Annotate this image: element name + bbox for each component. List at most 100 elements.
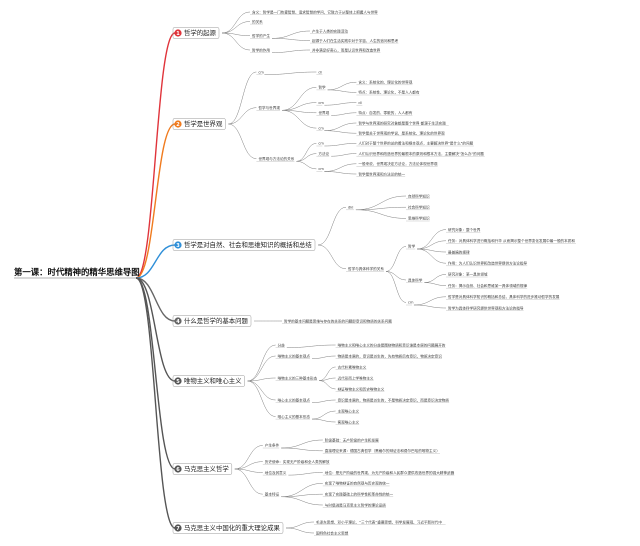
connector-31 xyxy=(135,244,176,279)
connector-44 xyxy=(424,282,447,286)
node-label-66: 实现了唯物辩证的自然观与历史观的统一 xyxy=(325,481,390,486)
node-label-64: 地位：是无产阶级的世界观，为无产阶级和人民群众提供改造世界的强大精神武器 xyxy=(325,470,455,475)
branch-label-6: 马克思主义哲学 xyxy=(184,464,229,473)
connector-60 xyxy=(311,399,336,403)
node-label-17: 特点：自发的、零散的，人人都有 xyxy=(358,110,412,115)
connector-47 xyxy=(413,304,447,309)
branch-number: 2 xyxy=(176,122,180,128)
connector-21 xyxy=(324,122,357,131)
connector-36 xyxy=(317,244,347,270)
node-label-5: 起源于人们在生活实践中对于宇宙、人生的追问和思考 xyxy=(312,38,399,43)
branch-frame xyxy=(172,118,226,130)
node-label-47: 唯物主义和唯心主义的分歧是围绕物质和意识谁是本原的问题展开的 xyxy=(338,342,446,347)
connector-41 xyxy=(417,248,447,264)
node-label-20: 哲学是关于世界观的学说，是系统化、理论化的世界观 xyxy=(358,131,445,136)
connector-3 xyxy=(221,21,251,34)
connector-8 xyxy=(271,49,311,53)
connector-43 xyxy=(424,274,447,283)
node-label-21: 世界观与方法论的关系 xyxy=(258,156,294,161)
node-label-45: 哲学的基本问题是思维与存在的关系的问题即意识和物质的关系问题 xyxy=(284,318,392,323)
node-label-67: 实现了实践基础上的科学性和革命性的统一 xyxy=(325,491,394,496)
node-label-58: 客观唯心主义 xyxy=(338,419,360,424)
node-label-1: 含义：哲学是一门热爱智慧、追求智慧的学问，它致力于从整体上把握人与世界 xyxy=(252,9,378,14)
branch-number: 5 xyxy=(176,379,180,385)
connector-46 xyxy=(413,296,447,306)
node-label-49: 物质是本原的，意识是派生的，先有物质后有意识，物质决定意识 xyxy=(338,353,443,358)
connector-lines xyxy=(14,11,576,536)
branch-number-badge xyxy=(174,377,182,385)
node-label-55: 意识是本原的，物质是派生的，不是物质决定意识，而是意识决定物质 xyxy=(338,397,450,402)
connector-11 xyxy=(264,71,317,75)
node-label-33: 哲学与具体科学的关系 xyxy=(348,266,384,271)
connector-64 xyxy=(135,277,176,470)
connector-38 xyxy=(417,229,447,250)
connector-19 xyxy=(331,112,357,116)
connector-18 xyxy=(281,110,317,114)
node-label-9: dl xyxy=(318,70,321,74)
connector-57 xyxy=(319,377,336,381)
branch-number: 3 xyxy=(176,243,180,249)
branch-number-badge xyxy=(174,465,182,473)
node-label-29: dkl xyxy=(348,206,353,210)
connector-53 xyxy=(247,355,276,382)
node-label-25: 人们认识世界和改造世界的最根本的原则和根本方法，主要解决"怎么办"的问题 xyxy=(358,151,484,156)
node-label-15: dl xyxy=(358,101,361,105)
connector-39 xyxy=(417,240,447,250)
node-label-68: 与时俱进是马克思主义哲学的理论品质 xyxy=(325,502,386,507)
node-label-65: 基本特征 xyxy=(265,491,280,496)
node-label-50: 唯物主义的三种基本形态 xyxy=(278,375,318,380)
node-label-59: 产生条件 xyxy=(265,443,280,448)
connector-58 xyxy=(319,380,336,390)
node-label-62: 历史使命：实现无产阶级和全人类的解放 xyxy=(265,459,330,464)
branch-number: 4 xyxy=(176,319,180,325)
node-label-42: cm xyxy=(408,301,414,305)
branch-frame xyxy=(172,239,316,251)
connector-22 xyxy=(324,130,357,134)
branch-label-1: 哲学的起源 xyxy=(184,28,217,37)
branch-number-badge xyxy=(174,120,182,128)
node-label-28: 哲学是世界观和方法论的统一 xyxy=(358,171,405,176)
connector-68 xyxy=(234,461,263,470)
node-label-51: 古代朴素唯物主义 xyxy=(338,364,367,369)
connector-62 xyxy=(311,410,336,420)
connector-73 xyxy=(281,493,323,498)
node-label-48: 唯物主义的基本观点 xyxy=(278,353,311,358)
branch-frame xyxy=(172,375,245,387)
connector-26 xyxy=(296,153,317,162)
node-label-24: 方法论 xyxy=(318,151,329,156)
connector-61 xyxy=(247,380,276,417)
node-label-52: 近代形而上学唯物主义 xyxy=(338,375,374,380)
branch-frame xyxy=(172,27,220,39)
node-label-12: 含义：系统化的、理论化的世界观 xyxy=(358,80,412,85)
connector-77 xyxy=(285,527,315,534)
connector-69 xyxy=(234,468,263,473)
connector-65 xyxy=(234,445,263,470)
node-label-39: 具体科学 xyxy=(408,277,423,282)
connector-17 xyxy=(324,102,357,106)
node-label-16: 世界观 xyxy=(318,110,329,115)
node-label-35: 研究对象：整个世界 xyxy=(448,227,481,232)
node-label-4: 产生于人类的实践活动 xyxy=(312,28,348,33)
branch-frame xyxy=(172,315,252,327)
node-label-27: 一般来说，世界观决定方法论，方法论体现世界观 xyxy=(358,161,437,166)
connector-67 xyxy=(281,447,323,452)
connector-9 xyxy=(135,123,176,279)
branch-frame xyxy=(172,463,233,475)
branch-label-4: 什么是哲学的基本问题 xyxy=(184,316,249,325)
branch-number: 6 xyxy=(176,467,180,473)
node-label-53: 辩证唯物主义和历史唯物主义 xyxy=(338,386,385,391)
connector-48 xyxy=(135,277,176,322)
connector-50 xyxy=(135,277,176,382)
node-label-69: 毛泽东思想、邓小平理论、“三个代表”重要思想、科学发展观、习近平新时代中 xyxy=(316,519,442,524)
connector-45 xyxy=(385,271,407,303)
branch-number-badge xyxy=(174,317,182,325)
branch-number: 7 xyxy=(176,526,180,532)
connector-1 xyxy=(135,32,176,279)
node-label-44: 哲学为具体科学研究提供世界观和方法论的指导 xyxy=(448,305,524,310)
connector-63 xyxy=(311,418,336,423)
connector-59 xyxy=(247,380,276,401)
node-label-41: 任务：揭示自然、社会和思维某一具体领域的规律 xyxy=(448,283,527,288)
node-label-10: 哲学与世界观 xyxy=(258,105,280,110)
connector-74 xyxy=(281,496,323,506)
connector-42 xyxy=(385,271,407,281)
